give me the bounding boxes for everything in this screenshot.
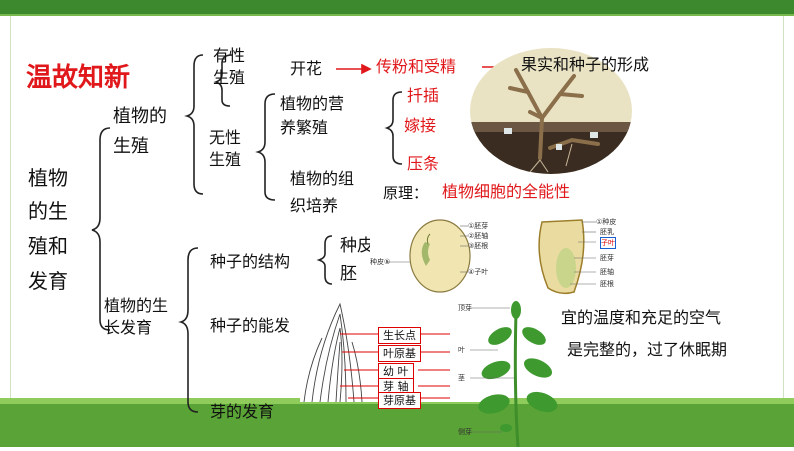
plant-illustration: 顶芽 叶 茎 侧芽 [440,300,570,448]
fruit-seed-text: 果实和种子的形成 [521,55,650,74]
bean-label-3: ③胚根 [468,242,489,250]
bean-label-5: 种皮⑤ [370,258,391,266]
pollination-text: 传粉和受精 [376,57,457,76]
plant-label-stem: 茎 [458,374,465,382]
root-line-2: 的生 [28,199,68,223]
cutting-text: 扦插 [407,86,440,105]
seed-coat-text: 种皮 [340,236,374,256]
sexual-line-2: 生殖 [213,68,246,87]
development-line-1: 植物的生 [104,296,169,315]
corn-label-2: 胚乳 [600,228,614,236]
layering-text: 压条 [407,154,440,173]
tissue-line-1: 植物的组 [290,169,355,188]
corn-label-1: ①种皮 [596,218,617,226]
root-line-4: 发育 [28,269,68,293]
reproduction-line-2: 生殖 [113,136,149,157]
bud-diagram: 生长点 叶原基 幼 叶 芽 轴 芽原基 [300,298,490,409]
bean-seed-diagram: ①胚芽 ②胚轴 ③胚根 ④子叶 种皮⑤ [370,216,505,296]
vegetative-line-1: 植物的营 [280,94,345,113]
tissue-line-2: 织培养 [290,196,339,215]
embryo-intact-text: 是完整的，过了休眠期 [567,340,728,359]
plant-drawing [470,301,558,448]
corn-label-5: 胚轴 [600,268,614,276]
plant-label-leaf: 叶 [458,346,465,354]
vegetative-line-2: 养繁殖 [280,118,329,137]
corn-label-6: 胚根 [600,280,614,288]
bean-seed-illustration [386,219,471,293]
grafting-text: 嫁接 [404,116,437,135]
right-border [783,16,784,398]
corn-label-4: 胚芽 [600,254,614,262]
bracket-vegetative [384,91,403,165]
development-line-2: 长发育 [104,318,153,337]
seed-germination-text: 种子的能发 [210,316,291,335]
root-line-3: 殖和 [28,234,68,258]
corn-seed-diagram: ①种皮 胚乳 子叶 胚芽 胚轴 胚根 [530,214,630,298]
asexual-line-1: 无性 [209,128,242,147]
bracket-sexual [213,54,233,107]
embryo-text: 胚 [340,264,357,284]
bud-label-growing-point: 生长点 [378,327,421,344]
bud-label-leaf-primordium: 叶原基 [378,345,421,362]
asexual-line-2: 生殖 [209,150,242,169]
reproduction-line-1: 植物的 [113,106,167,127]
flowering-text: 开花 [290,59,323,78]
conditions-text: 宜的温度和充足的空气 [561,308,722,327]
seed-structure-text: 种子的结构 [210,252,291,271]
bud-development-text: 芽的发育 [210,402,275,421]
corn-label-3: 子叶 [600,237,616,249]
left-border [10,16,11,398]
page-title: 温故知新 [26,63,131,93]
principle-label: 原理： [383,184,429,202]
bud-illustration [303,302,450,403]
root-line-1: 植物 [28,166,68,190]
bracket-development [178,247,199,413]
bean-label-1: ①胚芽 [468,222,489,230]
principle-value: 植物细胞的全能性 [442,182,571,201]
bracket-reproduction [184,54,204,195]
bracket-asexual [255,93,276,201]
bracket-seed [316,235,333,285]
bracket-root [91,127,111,331]
sexual-line-1: 有性 [213,46,246,65]
corn-seed-illustration [538,219,596,295]
bean-label-2: ②胚轴 [468,232,489,240]
bud-label-young-leaf: 幼 叶 [378,363,414,380]
plant-label-side-bud: 侧芽 [458,428,472,436]
top-divider [0,14,794,16]
top-banner [0,0,794,14]
bud-label-bud-primordium: 芽原基 [378,392,421,409]
plant-label-top-bud: 顶芽 [458,304,472,312]
bean-label-4: ④子叶 [468,268,489,276]
